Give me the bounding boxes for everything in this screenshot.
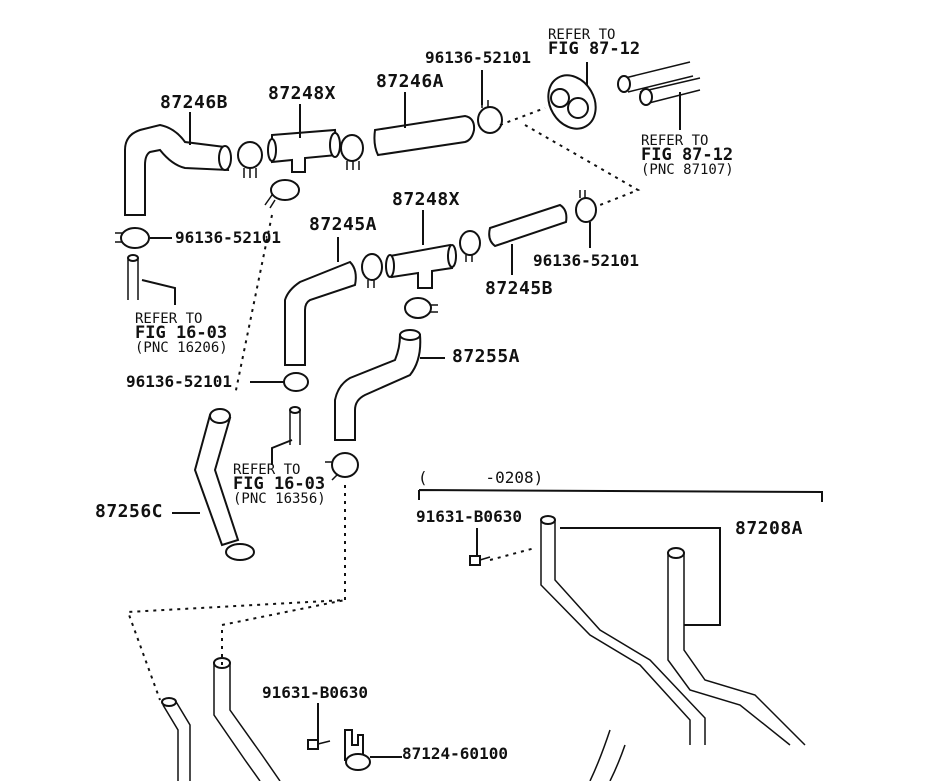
production-range: ( -0208) (418, 468, 544, 487)
clamp-icon[interactable] (575, 190, 597, 223)
tee-connector-87248x-lower[interactable] (385, 243, 457, 289)
part-label-87255a: 87255A (452, 346, 521, 367)
hose-87246b[interactable] (124, 123, 232, 216)
clamp-icon[interactable] (404, 297, 438, 319)
heater-pipe-87208a[interactable] (540, 515, 806, 746)
clamp-icon[interactable] (115, 227, 150, 249)
clamp-icon[interactable] (477, 100, 503, 134)
part-label-87246b: 87246B (160, 92, 229, 113)
hose-87245a[interactable] (284, 260, 357, 366)
part-label-87208a: 87208A (735, 518, 804, 539)
hose-87245b[interactable] (488, 203, 568, 248)
dashed-connection-lines (126, 107, 641, 701)
part-label-87246a: 87246A (376, 71, 445, 92)
water-valve-87124[interactable] (344, 729, 371, 771)
pipe-stub-left (127, 254, 139, 300)
part-label-clamp-mid-left: 96136-52101 (126, 372, 232, 391)
part-label-clamp-upper-right: 96136-52101 (425, 48, 531, 67)
clamp-icon[interactable] (264, 179, 300, 209)
heater-pipes (617, 61, 701, 106)
part-label-87256c: 87256C (95, 501, 164, 522)
part-label-bolt-upper: 91631-B0630 (416, 507, 522, 526)
clamp-icon[interactable] (340, 134, 364, 170)
part-label-87245a: 87245A (309, 214, 378, 235)
part-label-87248x-lower: 87248X (392, 189, 461, 210)
part-label-bolt-lower: 91631-B0630 (262, 683, 368, 702)
part-label-clamp-mid-right: 96136-52101 (533, 251, 639, 270)
part-label-87245b: 87245B (485, 278, 554, 299)
clamp-icon[interactable] (225, 543, 255, 561)
hose-87256c[interactable] (193, 408, 240, 547)
clamp-icon[interactable] (361, 253, 383, 288)
clamp-icon[interactable] (325, 452, 359, 481)
clamp-icon[interactable] (237, 141, 263, 178)
clamp-icon[interactable] (459, 230, 481, 262)
part-label-clamp-left: 96136-52101 (175, 228, 281, 247)
bolt-icon[interactable] (307, 739, 331, 750)
grommet[interactable] (539, 67, 605, 137)
hose-87255a[interactable] (334, 329, 422, 441)
leader-lines (141, 62, 823, 758)
bolt-icon[interactable] (469, 555, 491, 566)
part-label-87248x-upper: 87248X (268, 83, 337, 104)
tee-connector-87248x-upper[interactable] (267, 128, 341, 173)
clamp-icon[interactable] (283, 372, 309, 392)
hose-87246a[interactable] (373, 114, 476, 157)
heater-pipes-lower (161, 657, 626, 781)
pipe-stub-center (289, 406, 301, 445)
part-label-87124-60100: 87124-60100 (402, 744, 508, 763)
